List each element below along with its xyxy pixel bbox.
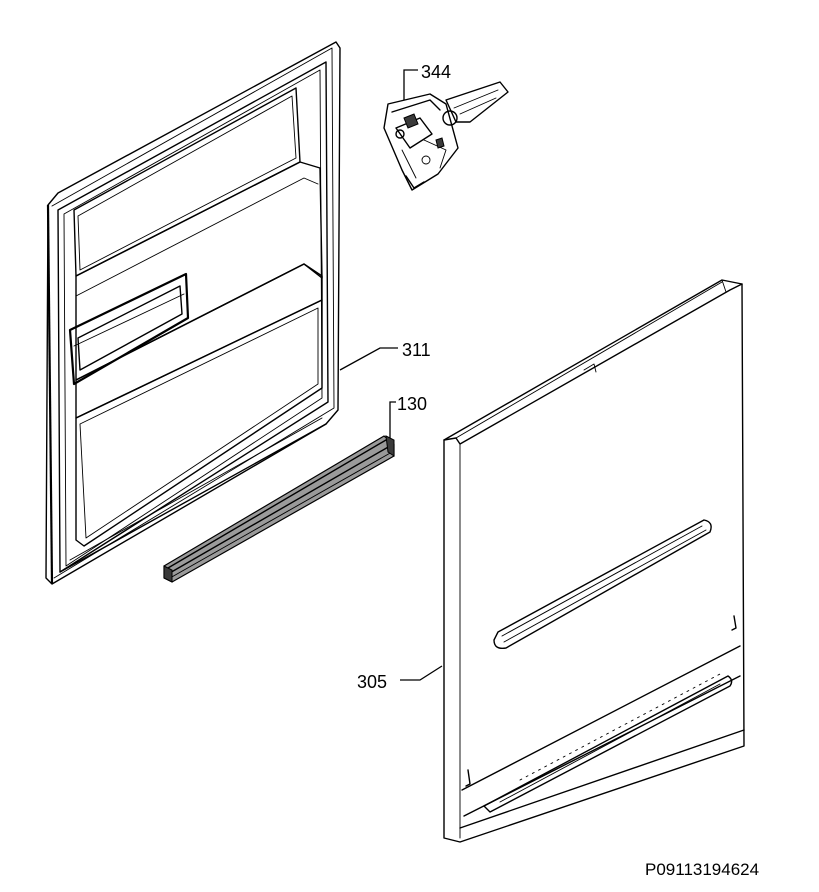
inner-door-part[interactable] bbox=[45, 41, 341, 585]
leader-lines bbox=[339, 69, 443, 681]
label-344: 344 bbox=[421, 62, 451, 82]
leader-344 bbox=[403, 69, 418, 100]
label-130: 130 bbox=[397, 394, 427, 414]
leader-311 bbox=[339, 347, 398, 371]
label-311: 311 bbox=[402, 340, 431, 360]
label-305: 305 bbox=[357, 672, 387, 692]
door-seal-part[interactable] bbox=[163, 435, 395, 583]
outer-door-panel-part[interactable] bbox=[443, 279, 745, 843]
leader-305 bbox=[400, 665, 443, 681]
door-lock-part[interactable] bbox=[383, 81, 509, 191]
reference-code: P09113194624 bbox=[645, 860, 759, 879]
leader-130 bbox=[389, 401, 396, 438]
